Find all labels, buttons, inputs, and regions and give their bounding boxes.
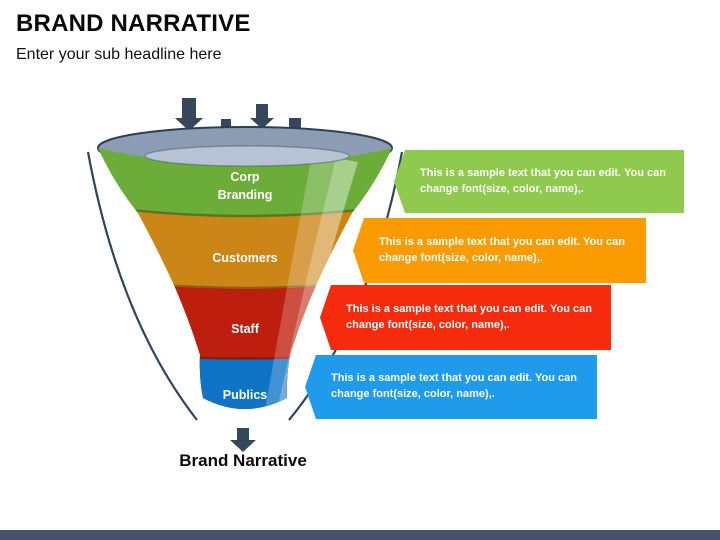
callout-text[interactable]: This is a sample text that you can edit.… (420, 166, 666, 195)
callout-text[interactable]: This is a sample text that you can edit.… (331, 372, 577, 400)
callout-text[interactable]: This is a sample text that you can edit.… (379, 235, 625, 264)
funnel-inner-ellipse (144, 145, 350, 167)
footer-bar (0, 530, 720, 540)
inflow-arrow-icon (175, 98, 203, 131)
slide-subtitle[interactable]: Enter your sub headline here (16, 46, 222, 63)
funnel-output-label[interactable]: Brand Narrative (179, 451, 307, 470)
slide-title[interactable]: BRAND NARRATIVE (16, 10, 251, 37)
stage-label-corp[interactable]: Corp (230, 170, 260, 184)
callout-publics[interactable]: This is a sample text that you can edit.… (305, 355, 597, 419)
callout-staff[interactable]: This is a sample text that you can edit.… (320, 285, 611, 350)
callout-customers[interactable]: This is a sample text that you can edit.… (353, 218, 646, 283)
stage-label-staff[interactable]: Staff (231, 322, 260, 336)
stage-label-branding[interactable]: Branding (218, 188, 273, 202)
callout-corp-branding[interactable]: This is a sample text that you can edit.… (394, 150, 684, 213)
stage-label-customers[interactable]: Customers (212, 251, 277, 265)
inflow-arrow-icon (250, 104, 274, 129)
outflow-arrow-icon (230, 428, 256, 452)
stage-label-publics[interactable]: Publics (223, 388, 268, 402)
highlight-stripe (264, 155, 336, 409)
swoosh-line-left (86, 151, 198, 421)
callout-text[interactable]: This is a sample text that you can edit.… (346, 302, 592, 331)
